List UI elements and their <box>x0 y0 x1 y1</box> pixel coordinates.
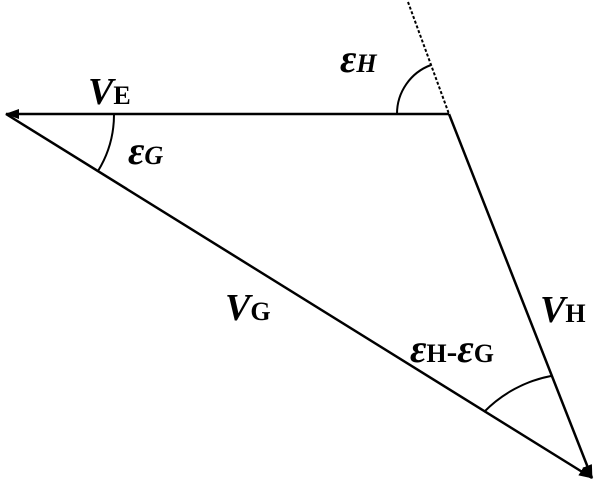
eps-h-angle-arc <box>395 64 432 115</box>
eps-diff-angle-arc <box>483 375 552 413</box>
ve-label: VE <box>88 71 131 113</box>
vg-vector-arrow <box>5 112 593 480</box>
vh-label: VH <box>540 289 586 331</box>
eps-g-angle-arc <box>97 113 116 172</box>
eps-diff-label: εH-εG <box>410 326 494 371</box>
eps-g-label: εG <box>128 128 163 173</box>
vh-vector-arrow <box>447 113 594 479</box>
vg-label: VG <box>225 287 271 329</box>
eps-h-label: εH <box>340 36 377 81</box>
vh-extension-dashed-line <box>407 1 450 115</box>
